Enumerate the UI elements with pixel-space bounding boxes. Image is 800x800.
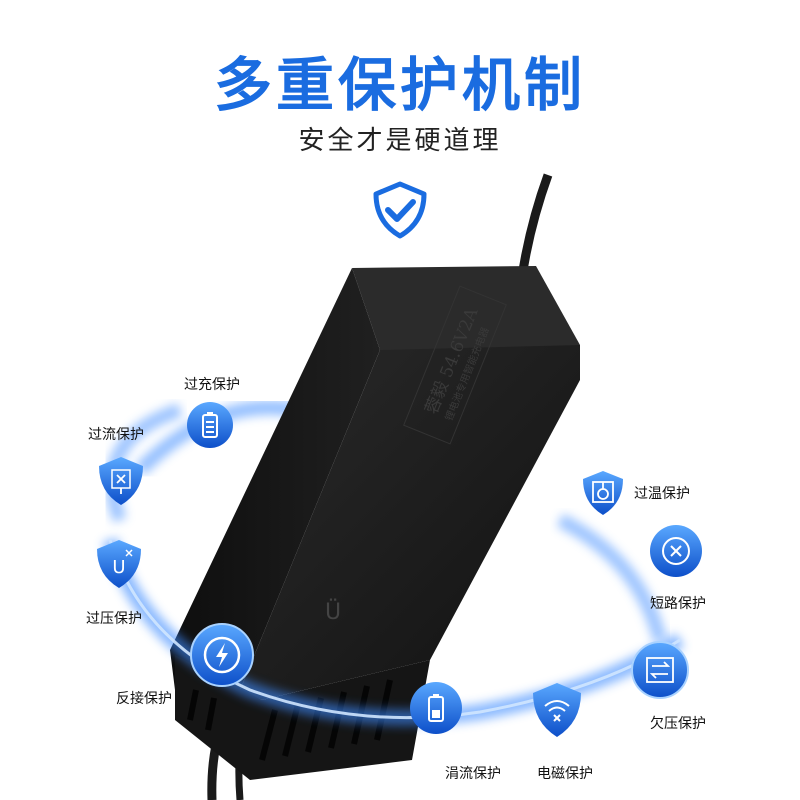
lightning-icon: [190, 623, 254, 687]
protection-label: 短路保护: [650, 596, 706, 612]
protection-label: 过流保护: [88, 427, 144, 443]
protection-label: 反接保护: [116, 691, 172, 707]
protection-label: 欠压保护: [650, 716, 706, 732]
page-title: 多重保护机制: [213, 51, 586, 119]
protection-label: 涓流保护: [445, 766, 501, 782]
protection-label: 过充保护: [184, 377, 240, 393]
charger-body: [170, 266, 580, 780]
brand-mark: Ü: [325, 600, 342, 625]
battery-icon: [187, 402, 233, 448]
protection-label: 过压保护: [86, 611, 142, 627]
voltage-icon: U: [97, 540, 141, 588]
wifi-x-icon: [533, 683, 581, 737]
current-icon: [99, 457, 143, 505]
thermo-icon: [583, 471, 623, 515]
protection-label: 过温保护: [634, 486, 690, 502]
svg-text:U: U: [112, 557, 125, 578]
battery-low-icon: [410, 682, 462, 734]
page-subtitle: 安全才是硬道理: [298, 126, 502, 156]
shield-check-icon: [373, 181, 427, 239]
switch-arrows-icon: [631, 641, 689, 699]
circle-x-icon: [650, 525, 702, 577]
protection-label: 电磁保护: [537, 766, 593, 782]
